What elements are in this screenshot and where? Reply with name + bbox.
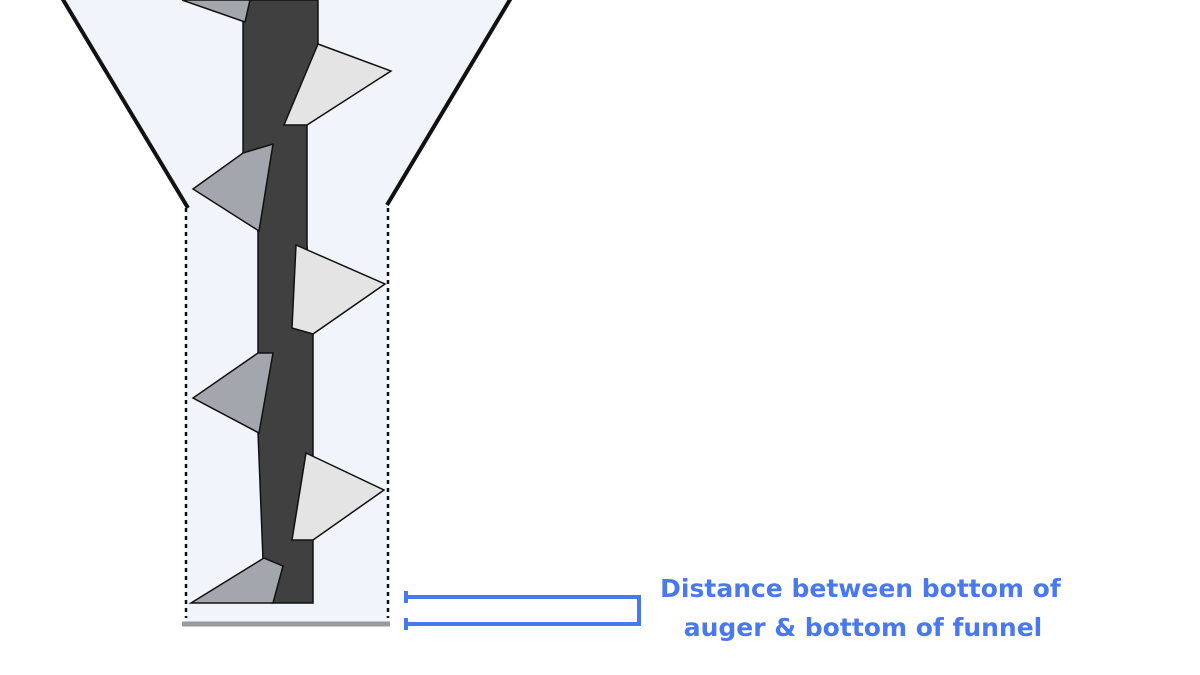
auger-flight: [188, 557, 284, 604]
auger-flight: [282, 43, 393, 126]
auger-flight: [191, 352, 274, 435]
auger-flight: [291, 451, 386, 541]
distance-label-line-2: auger & bottom of funnel: [684, 613, 1043, 642]
distance-label: Distance between bottom of auger & botto…: [660, 574, 1066, 642]
auger-flight: [191, 142, 274, 233]
distance-bracket: [404, 591, 641, 630]
distance-label-line-1: Distance between bottom of: [660, 574, 1062, 603]
auger-flight: [181, 0, 251, 23]
auger-flight: [291, 243, 387, 335]
funnel-right-wall: [385, 0, 513, 207]
funnel-left-wall: [60, 0, 190, 210]
